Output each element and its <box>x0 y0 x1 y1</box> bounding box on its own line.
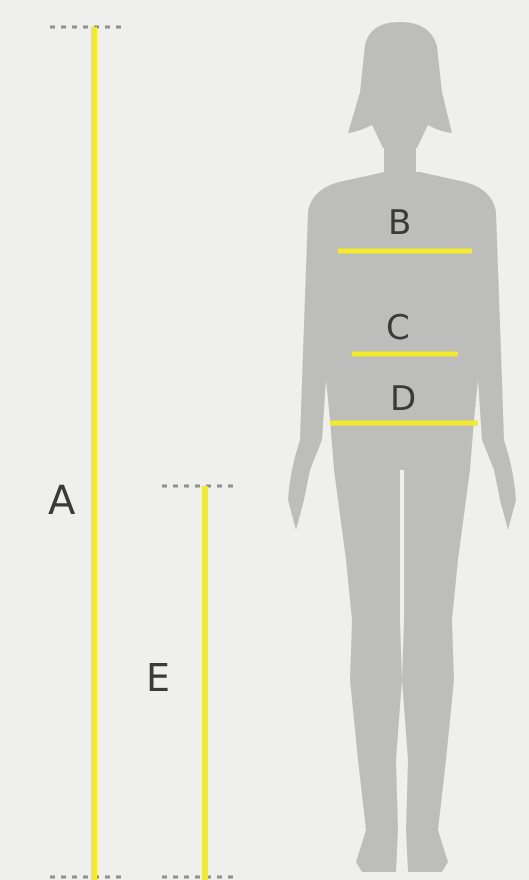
torso-shape <box>288 172 516 872</box>
head-hair-shape <box>348 22 452 148</box>
label-c: C <box>386 311 410 345</box>
label-e: E <box>146 659 170 697</box>
label-d: D <box>390 382 416 416</box>
body-silhouette <box>288 22 516 872</box>
label-a: A <box>48 481 75 521</box>
label-b: B <box>388 206 411 240</box>
